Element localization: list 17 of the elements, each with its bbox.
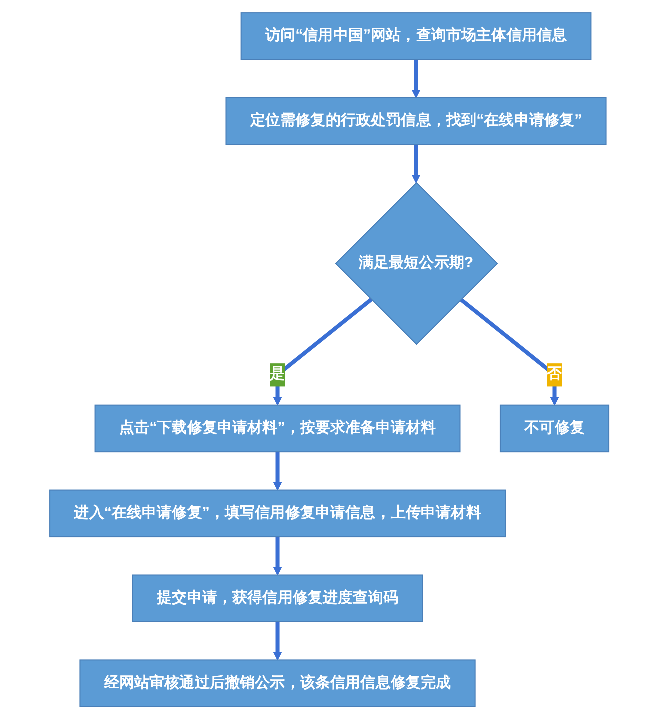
node-box: 进入“在线申请修复”，填写信用修复申请信息，上传申请材料 xyxy=(50,490,506,538)
edge-label: 是 xyxy=(270,366,286,383)
arrow xyxy=(412,60,422,98)
node-box: 点击“下载修复申请材料”，按要求准备申请材料 xyxy=(95,404,462,453)
node-diamond: 满足最短公示期? xyxy=(336,182,499,346)
node-box: 访问“信用中国”网站，查询市场主体信用信息 xyxy=(241,12,592,60)
node-box: 经网站审核通过后撤销公示，该条信用信息修复完成 xyxy=(80,660,476,708)
edge-label: 否 xyxy=(548,366,563,383)
arrow xyxy=(274,622,283,661)
node-box: 定位需修复的行政处罚信息，找到“在线申请修复” xyxy=(226,98,608,146)
node-box: 不可修复 xyxy=(500,404,610,453)
arrow xyxy=(460,298,560,406)
arrow xyxy=(274,537,283,576)
arrow xyxy=(274,298,374,406)
arrow xyxy=(274,452,283,491)
node-box: 提交申请，获得信用修复进度查询码 xyxy=(132,574,424,622)
arrow xyxy=(412,144,422,184)
